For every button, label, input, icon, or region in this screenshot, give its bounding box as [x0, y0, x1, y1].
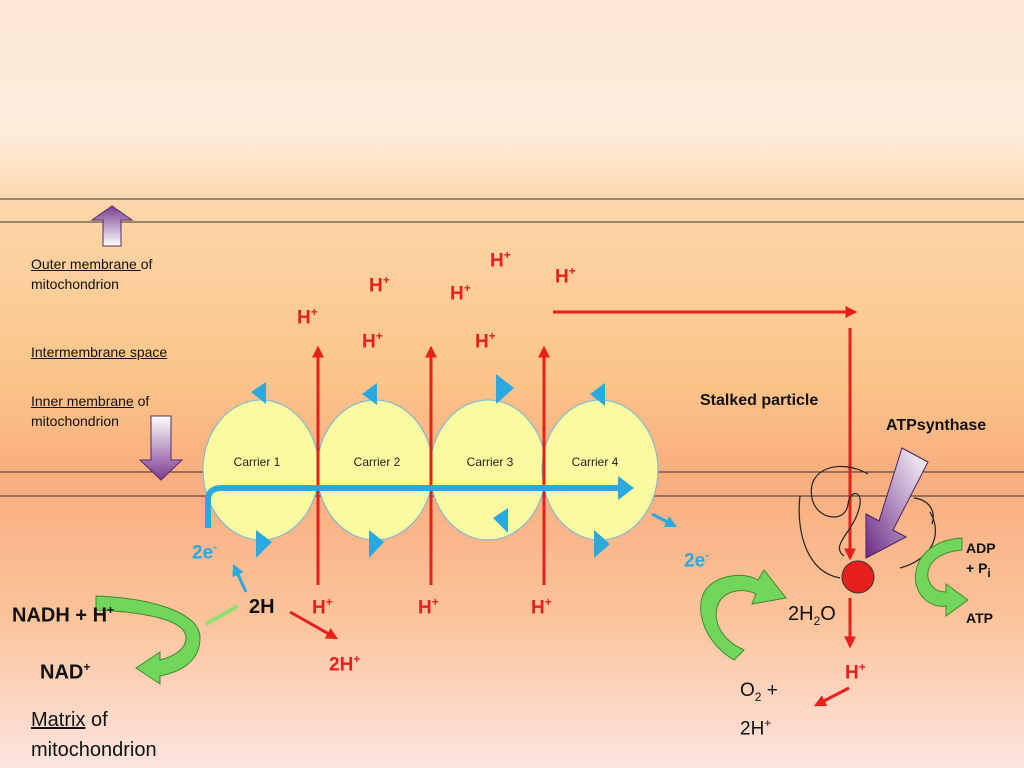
stalked-particle-label: Stalked particle [700, 392, 819, 409]
rotation-marker [496, 374, 514, 404]
down-purple-arrow-icon [138, 415, 184, 481]
proton-label: H+ [369, 273, 390, 297]
inner-membrane-rest: of [133, 393, 150, 409]
atp-synthase-label: ATPsynthase [886, 417, 987, 434]
rotation-marker [369, 530, 384, 558]
proton-label: H+ [312, 595, 333, 619]
proton-label: H+ [531, 595, 552, 619]
atp-formation-arrow [914, 537, 969, 617]
proton-label: H+ [362, 329, 383, 353]
carrier-2 [316, 399, 434, 541]
inner-membrane-underlined: Inner membrane [31, 393, 134, 409]
rotation-marker [493, 508, 508, 533]
nadh-conversion-arrow [95, 595, 201, 685]
nadh-label: NADH + H+ [12, 603, 115, 627]
inner-membrane-line2: mitochondrion [31, 413, 119, 429]
rotation-marker [251, 382, 266, 404]
matrix-line2: mitochondrion [31, 739, 157, 761]
electron-entry-arrow [232, 563, 248, 593]
adp-pi-label: ADP + Pi [966, 540, 996, 580]
nad-label: NAD+ [40, 660, 91, 684]
matrix-rest: of [85, 709, 108, 731]
carrier-1 [202, 399, 320, 541]
outer-membrane-line2: mitochondrion [31, 276, 119, 292]
oxygen-label: O2 + 2H+ [740, 680, 778, 740]
carrier-4 [541, 399, 659, 541]
matrix-underlined: Matrix [31, 709, 86, 731]
carrier-3 [429, 399, 547, 541]
two-h-plus-label: 2H+ [329, 652, 361, 676]
rotation-marker [594, 530, 610, 558]
matrix-label: Matrix of mitochondrion [31, 705, 157, 765]
proton-label: H+ [297, 305, 318, 329]
rotation-marker [362, 383, 377, 405]
two-h-plus-arrow [289, 610, 339, 640]
two-electron-right-label: 2e- [684, 548, 710, 572]
outer-membrane-underlined: Outer membrane [31, 256, 141, 272]
rotation-marker [256, 530, 272, 558]
carrier-2-label: Carrier 2 [353, 455, 401, 469]
nadh-link-line [205, 604, 239, 626]
stalked-particle-outline [798, 465, 936, 579]
carrier-4-label: Carrier 4 [571, 455, 619, 469]
electron-exit-arrow [651, 512, 678, 528]
pi-text: + P [966, 560, 988, 576]
intermembrane-space-label: Intermembrane space [31, 344, 168, 360]
up-purple-arrow-icon [90, 205, 134, 247]
carrier-1-label: Carrier 1 [233, 455, 281, 469]
carrier-3-label: Carrier 3 [466, 455, 514, 469]
outer-membrane-label: Outer membrane of mitochondrion [31, 254, 152, 294]
water-formation-arrow [700, 569, 787, 661]
atp-synthase-head [841, 560, 875, 594]
inner-membrane-label: Inner membrane of mitochondrion [31, 391, 149, 431]
adp-text: ADP [966, 540, 996, 556]
proton-label: H+ [490, 248, 511, 272]
proton-out-arrow [813, 686, 850, 707]
two-electron-left-label: 2e- [192, 540, 218, 564]
rotation-marker [590, 383, 605, 406]
outer-membrane-rest: of [140, 256, 153, 272]
atp-label: ATP [966, 610, 993, 626]
two-h-label: 2H [249, 596, 275, 618]
proton-label: H+ [450, 281, 471, 305]
proton-label: H+ [418, 595, 439, 619]
atpsynthase-arrow-icon [865, 447, 929, 559]
proton-label: H+ [845, 660, 866, 684]
electron-path-arrow [205, 485, 620, 528]
water-label: 2H2O [788, 603, 836, 628]
proton-label: H+ [475, 329, 496, 353]
electron-path-arrowhead [618, 476, 634, 500]
proton-label: H+ [555, 264, 576, 288]
